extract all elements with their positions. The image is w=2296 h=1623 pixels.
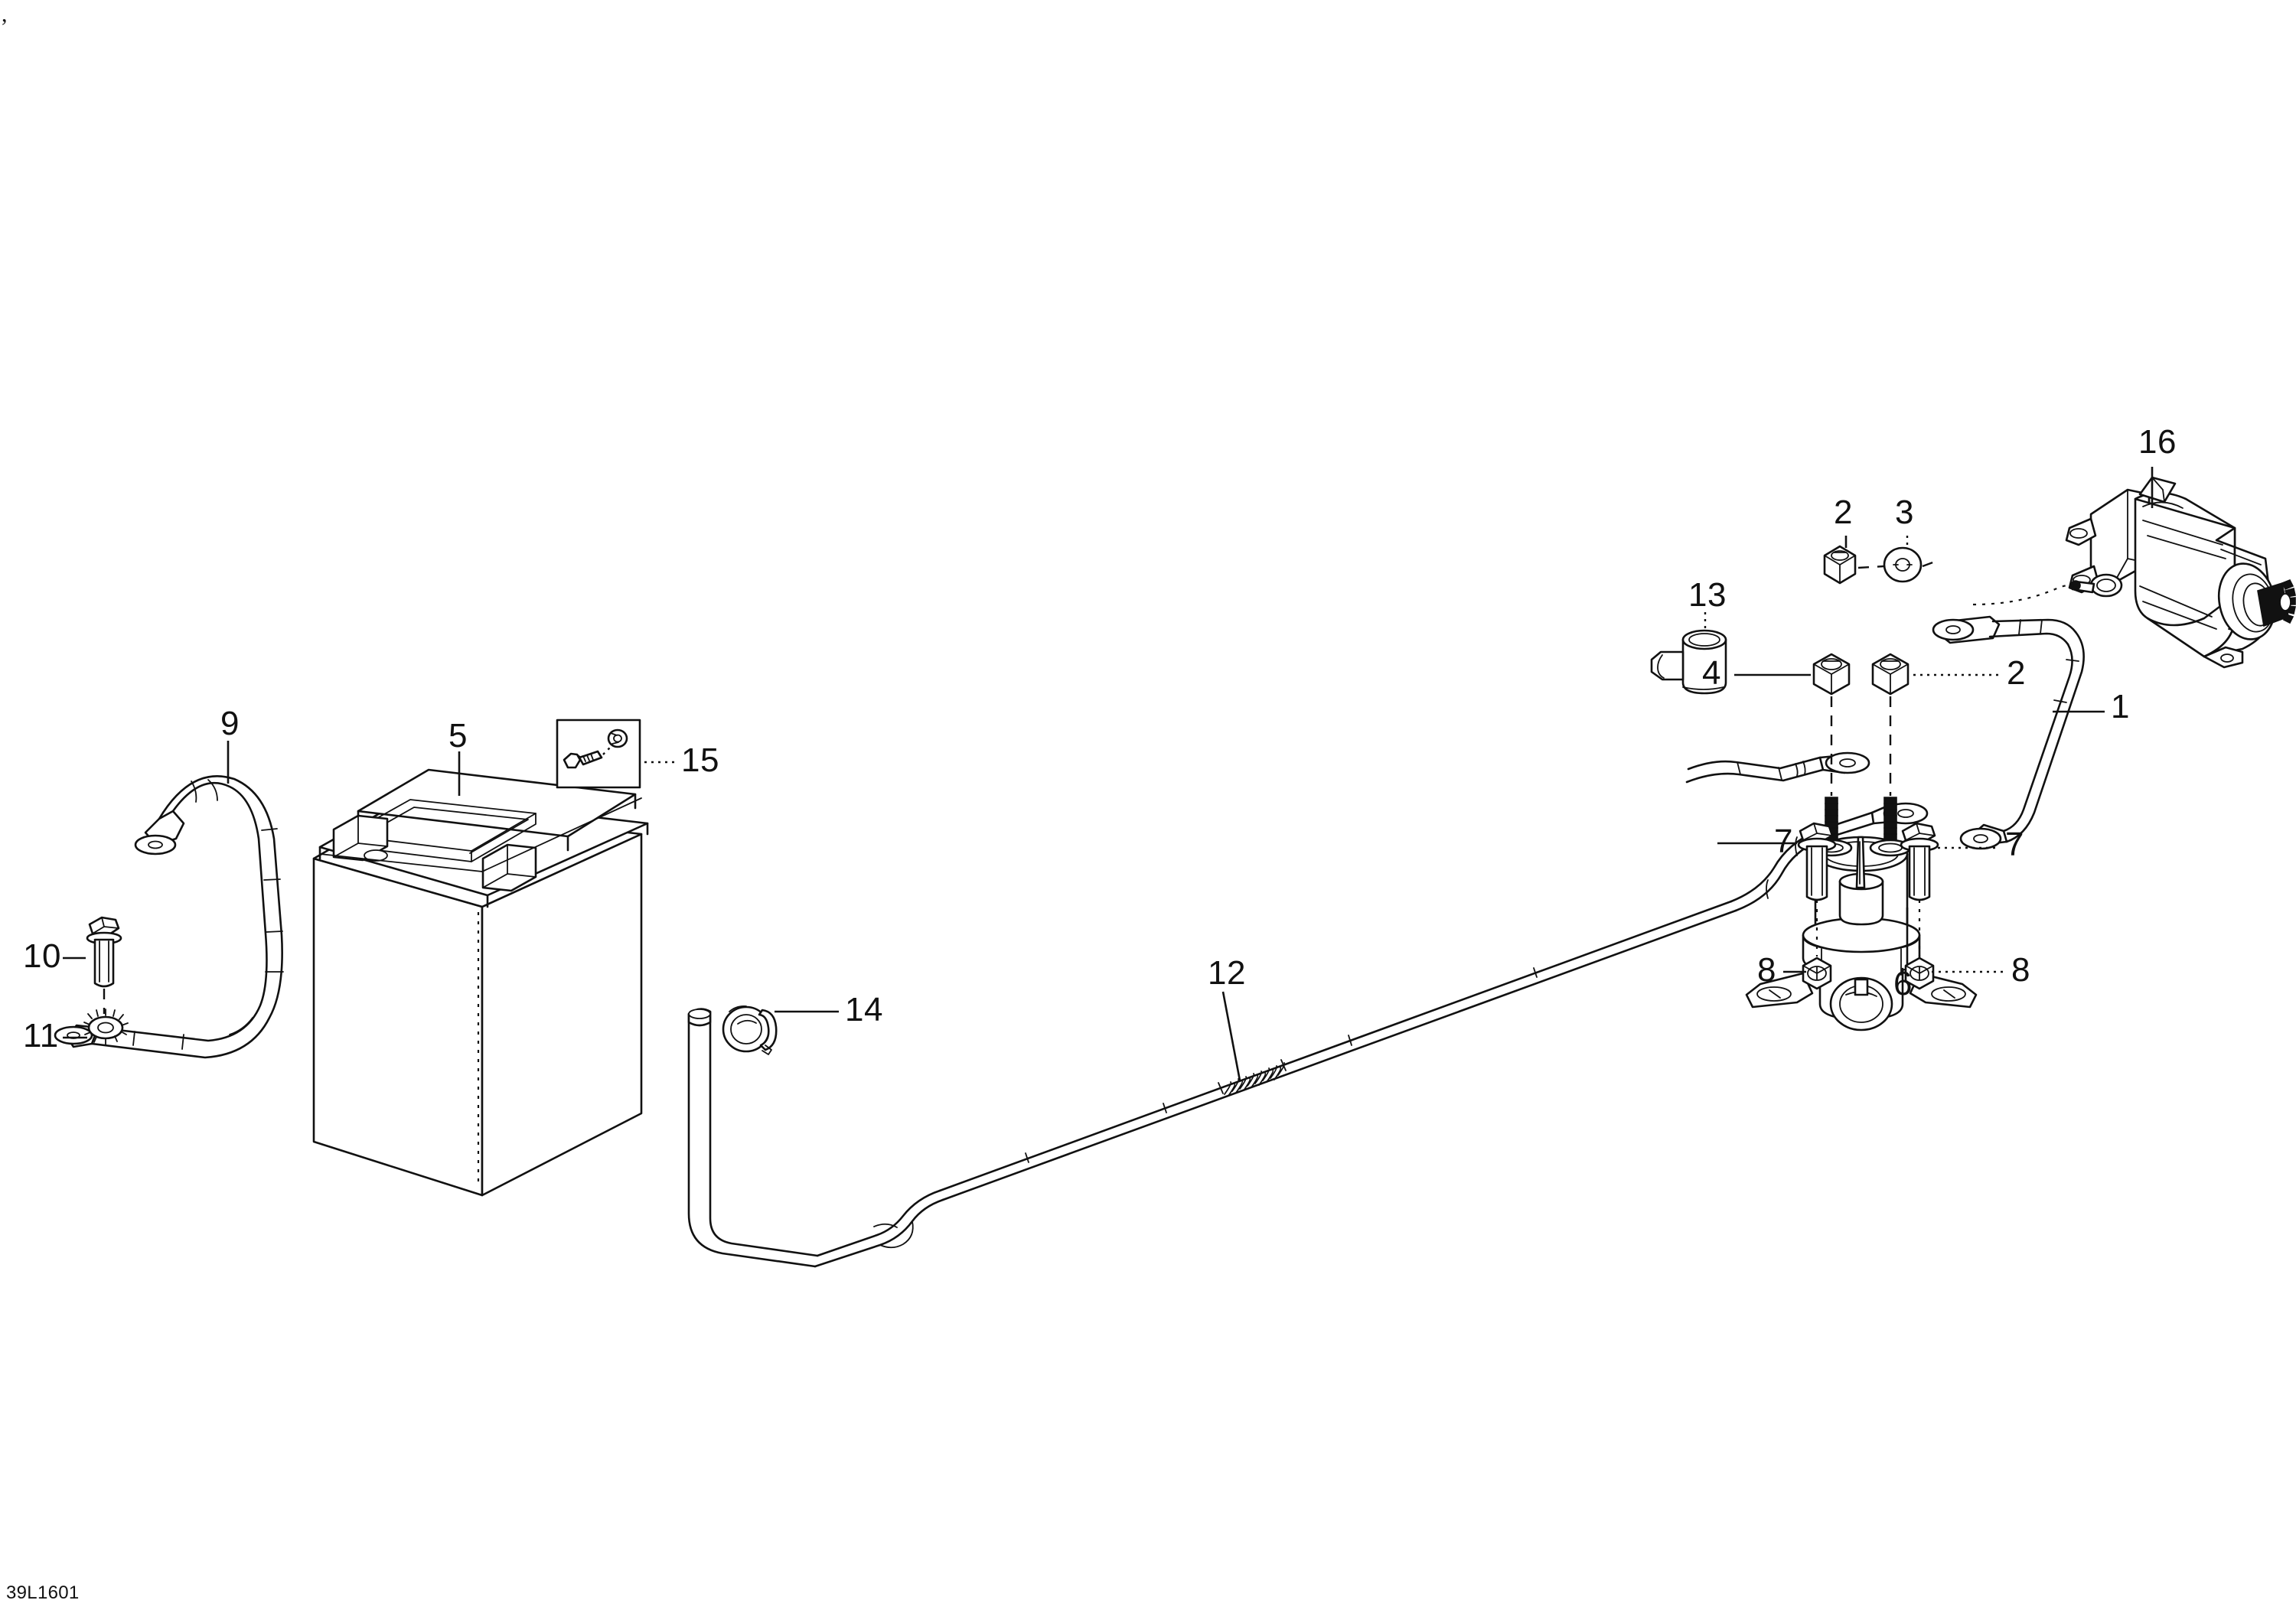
callout-11: 11	[23, 1017, 59, 1054]
callout-15: 15	[681, 741, 719, 779]
callout-9: 9	[220, 705, 240, 742]
inset-screw	[563, 750, 603, 769]
hex-nut-left-graphic	[1802, 957, 1832, 990]
ground-bolt-graphic	[86, 916, 122, 988]
callout-2a: 2	[1834, 494, 1853, 531]
battery-graphic	[312, 768, 649, 1197]
callout-8b: 8	[2011, 951, 2030, 989]
callout-5: 5	[448, 717, 468, 754]
solenoid-graphic	[1745, 797, 1978, 1031]
hex-lock-nut-2b-graphic	[1871, 653, 1910, 696]
starter-cable-graphic	[1932, 615, 2085, 850]
callout-16: 16	[2138, 423, 2177, 461]
star-lock-washer-graphic	[83, 1009, 129, 1045]
battery-cable-arm-graphic	[1685, 751, 1870, 784]
flange-bolt-right-graphic	[1900, 822, 1939, 901]
inset-nut	[607, 728, 628, 748]
spiral-wrap	[1218, 1059, 1287, 1097]
callout-12: 12	[1208, 954, 1246, 992]
leader-lines	[63, 467, 2154, 1081]
callout-2b: 2	[2007, 654, 2026, 692]
callout-14: 14	[845, 991, 883, 1028]
callout-1: 1	[2111, 688, 2130, 725]
hex-nut-right-graphic	[1904, 957, 1935, 990]
hex-lock-nut-4-graphic	[1812, 653, 1851, 696]
callout-10: 10	[23, 937, 61, 975]
terminal-boot-graphic	[1650, 629, 1727, 695]
starter-motor-graphic	[2065, 476, 2296, 669]
callout-7b: 7	[2005, 826, 2024, 863]
flange-bolt-left-graphic	[1797, 822, 1837, 901]
flat-washer-3-graphic	[1883, 546, 1923, 583]
callout-6: 6	[1893, 965, 1913, 1002]
callout-13: 13	[1688, 576, 1727, 614]
callout-7a: 7	[1774, 823, 1793, 860]
callout-4: 4	[1702, 654, 1721, 692]
screw-nut-inset-box	[556, 719, 641, 789]
callout-3: 3	[1895, 494, 1914, 531]
corner-mark: ,	[2, 2, 8, 27]
starter-terminal-stud	[2070, 573, 2123, 598]
sheet-code: 39L1601	[6, 1582, 80, 1603]
long-positive-cable-graphic	[687, 802, 1929, 1268]
hex-lock-nut-2a-graphic	[1823, 545, 1857, 585]
callout-8a: 8	[1757, 951, 1776, 989]
cable-clamp-graphic	[722, 1005, 778, 1055]
